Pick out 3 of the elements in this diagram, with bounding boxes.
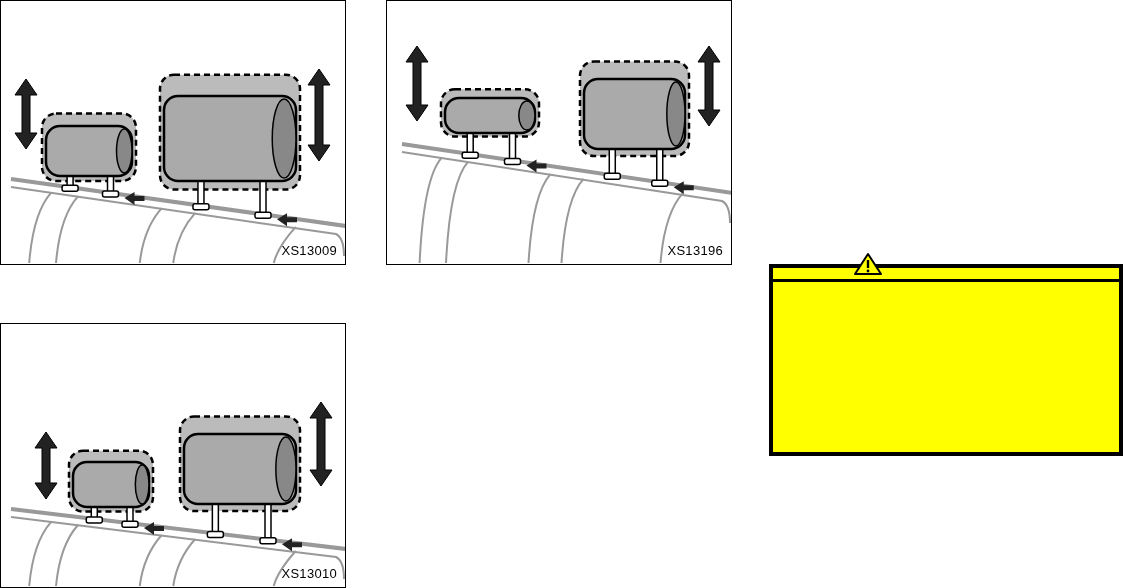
figure-code: XS13010 [281,566,337,581]
figure-code: XS13009 [281,243,337,258]
figure-code: XS13196 [667,243,723,258]
